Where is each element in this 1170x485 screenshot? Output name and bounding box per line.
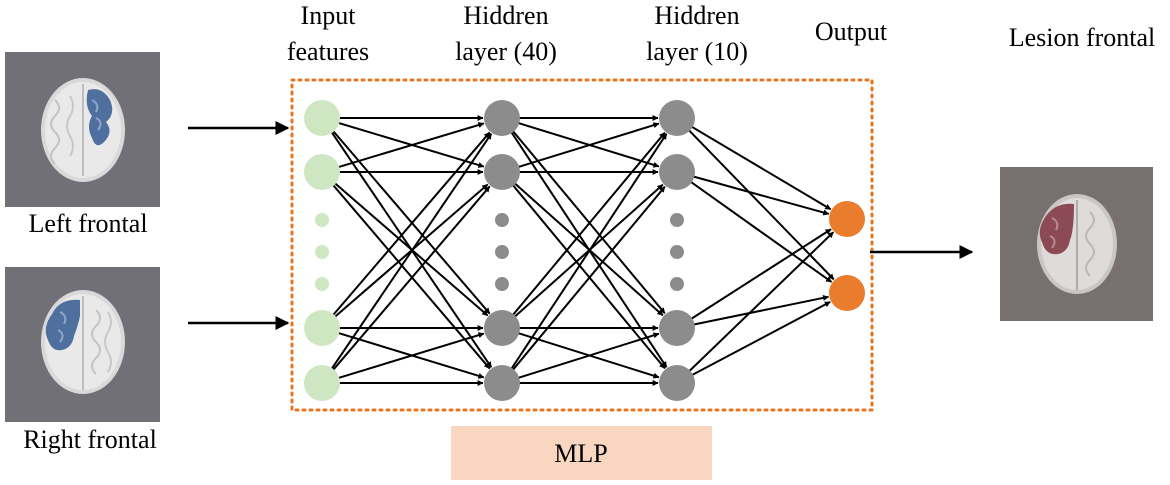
output-node-1 [829, 275, 865, 311]
hidden2-node-0 [659, 100, 695, 136]
connection-hidden1-3-to-hidden2-2 [516, 332, 660, 380]
right-frontal-brain-image [5, 267, 160, 422]
connection-hidden1-0-to-hidden2-2 [511, 129, 666, 315]
output-node-0 [829, 201, 865, 237]
mlp-label-box [451, 426, 712, 480]
hidden-layer-2-label-line1: Hiddren [654, 1, 739, 30]
connection-hidden1-1-to-hidden2-2 [513, 181, 664, 317]
connection-hidden2-3-to-output-1 [690, 301, 831, 377]
input-ellipsis-dot-2 [315, 277, 329, 291]
connection-hidden2-0-to-output-0 [690, 125, 832, 211]
connection-hidden2-2-to-output-0 [689, 228, 832, 321]
connection-hidden2-1-to-output-1 [689, 180, 833, 283]
hidden1-node-1 [484, 154, 520, 190]
connection-input-3-to-hidden1-0 [330, 133, 493, 371]
lesion-frontal-label: Lesion frontal [1009, 23, 1156, 52]
hidden-layer-1-label-line1: Hiddren [463, 1, 548, 30]
hidden1-ellipsis-dot-0 [495, 213, 509, 227]
hidden2-node-3 [659, 365, 695, 401]
output-label: Output [815, 17, 888, 46]
connection-input-1-to-hidden1-2 [333, 181, 489, 317]
connection-hidden1-3-to-hidden2-0 [509, 133, 668, 371]
input-node-0 [304, 100, 340, 136]
connection-input-2-to-hidden1-0 [331, 131, 491, 317]
connection-input-3-to-hidden1-1 [331, 185, 491, 372]
input-ellipsis-dot-0 [315, 213, 329, 227]
input-node-2 [304, 310, 340, 346]
connection-hidden1-1-to-hidden2-0 [516, 122, 660, 169]
connection-hidden2-0-to-output-1 [687, 128, 835, 281]
lesion-frontal-brain-image [1000, 167, 1153, 321]
input-node-3 [304, 365, 340, 401]
mlp-boundary [290, 78, 874, 412]
right-frontal-label: Right frontal [23, 425, 157, 454]
connection-input-0-to-hidden1-2 [331, 129, 491, 315]
hidden1-node-2 [484, 310, 520, 346]
connection-input-1-to-hidden1-0 [337, 122, 485, 169]
hidden-layer-1-label-line2: layer (40) [455, 37, 557, 66]
hidden2-ellipsis-dot-0 [670, 213, 684, 227]
hidden2-node-1 [659, 154, 695, 190]
connection-hidden1-3-to-hidden2-1 [511, 185, 666, 372]
connection-hidden2-1-to-output-0 [692, 175, 830, 216]
hidden2-node-2 [659, 310, 695, 346]
hidden2-ellipsis-dot-2 [670, 277, 684, 291]
input-ellipsis-dot-1 [315, 245, 329, 259]
hidden1-ellipsis-dot-1 [495, 245, 509, 259]
input-features-label-line2: features [287, 37, 369, 66]
connection-hidden2-2-to-output-1 [692, 294, 829, 326]
input-node-1 [304, 154, 340, 190]
left-frontal-brain-image [5, 52, 160, 207]
hidden1-node-3 [484, 365, 520, 401]
connection-hidden1-2-to-hidden2-0 [511, 131, 666, 317]
hidden1-node-0 [484, 100, 520, 136]
mlp-label: MLP [554, 439, 607, 468]
hidden1-ellipsis-dot-2 [495, 277, 509, 291]
network-connections [330, 115, 835, 386]
left-frontal-label: Left frontal [28, 209, 147, 238]
connection-hidden1-1-to-hidden2-3 [511, 183, 666, 370]
hidden-layer-2-label-line2: layer (10) [646, 37, 748, 66]
connection-hidden2-3-to-output-0 [687, 231, 835, 373]
connection-input-3-to-hidden1-2 [337, 332, 485, 380]
network-nodes [304, 100, 865, 401]
connection-input-1-to-hidden1-3 [331, 183, 491, 370]
hidden2-ellipsis-dot-1 [670, 245, 684, 259]
input-features-label-line1: Input [301, 1, 357, 30]
